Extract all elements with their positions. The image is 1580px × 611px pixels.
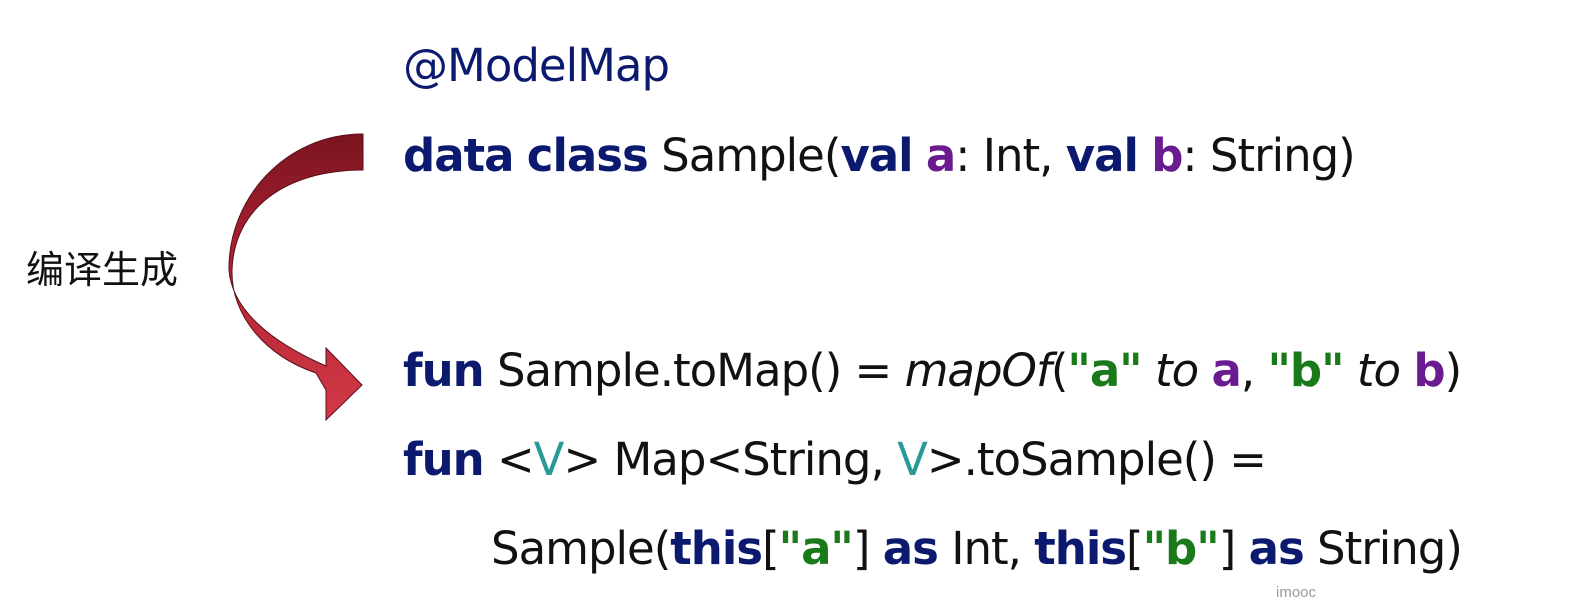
type-string: String) — [1303, 522, 1463, 575]
watermark: imooc — [1276, 584, 1317, 601]
keyword-class: class — [526, 129, 649, 182]
property-b: b — [1413, 344, 1445, 397]
curved-arrow-icon — [228, 133, 364, 422]
generic-open: < — [483, 433, 535, 486]
keyword-fun: fun — [403, 344, 485, 397]
data-class-declaration: data class Sample(val a: Int, val b: Str… — [403, 128, 1356, 184]
paren-open: ( — [1050, 344, 1069, 397]
constructor-call: Sample( — [491, 522, 671, 575]
to-map-signature: Sample.toMap() = — [483, 344, 905, 397]
property-a: a — [925, 129, 956, 182]
keyword-val: val — [1065, 129, 1139, 182]
string-a: "a" — [1067, 344, 1142, 397]
to-map-function: fun Sample.toMap() = mapOf("a" to a, "b"… — [403, 343, 1463, 399]
type-parameter-v: V — [897, 433, 928, 486]
keyword-fun: fun — [403, 433, 485, 486]
property-a: a — [1211, 344, 1241, 397]
paren-close: ) — [1444, 344, 1463, 397]
annotation-line: @ModelMap — [403, 39, 670, 92]
bracket-close: ] — [1218, 522, 1249, 575]
property-b: b — [1151, 129, 1183, 182]
to-sample-function: fun <V> Map<String, V>.toSample() = — [403, 432, 1267, 488]
map-of-call: mapOf — [904, 344, 1052, 397]
string-b: "b" — [1142, 522, 1220, 575]
keyword-as: as — [882, 522, 939, 575]
to-sample-signature: >.toSample() = — [926, 433, 1267, 486]
to-sample-body: Sample(this["a"] as Int, this["b"] as St… — [491, 521, 1463, 577]
compile-generate-label: 编译生成 — [26, 248, 179, 292]
infix-to: to — [1154, 344, 1199, 397]
type-string: : String) — [1182, 129, 1355, 182]
keyword-this: this — [670, 522, 763, 575]
infix-to: to — [1356, 344, 1401, 397]
keyword-as: as — [1248, 522, 1305, 575]
keyword-this: this — [1034, 522, 1127, 575]
bracket-open: [ — [762, 522, 780, 575]
keyword-data: data — [403, 129, 514, 182]
class-name: Sample( — [661, 129, 841, 182]
comma: , — [1240, 344, 1268, 397]
bracket-close: ] — [852, 522, 883, 575]
type-int: Int, — [937, 522, 1035, 575]
receiver-type: > Map<String, — [563, 433, 898, 486]
bracket-open: [ — [1126, 522, 1144, 575]
type-parameter-v: V — [533, 433, 565, 486]
string-a: "a" — [778, 522, 854, 575]
type-int: : Int, — [955, 129, 1066, 182]
keyword-val: val — [840, 129, 913, 182]
string-b: "b" — [1267, 344, 1344, 397]
